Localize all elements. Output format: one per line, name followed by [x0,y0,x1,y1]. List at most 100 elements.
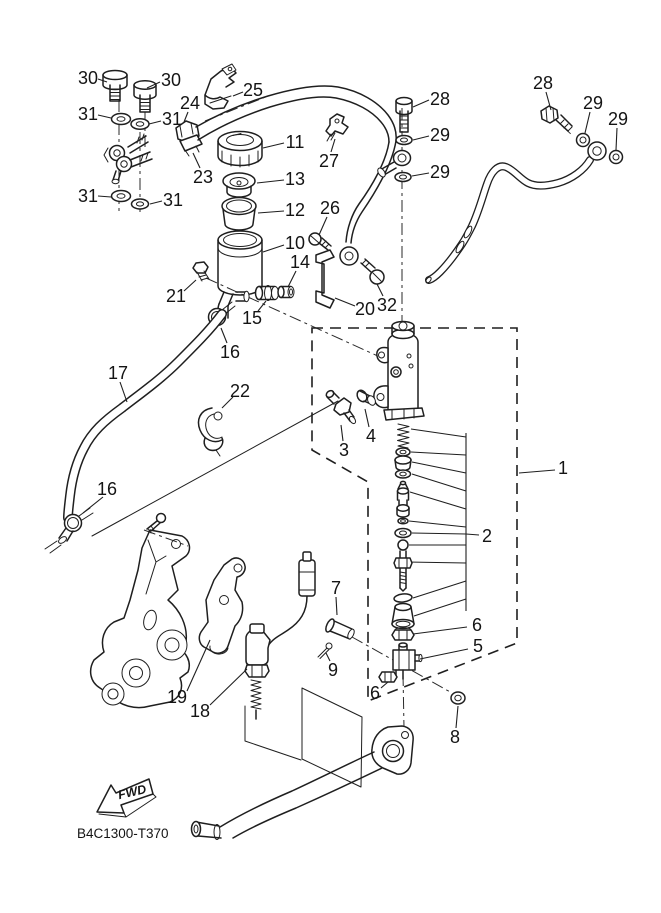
joint-plug-14 [277,285,295,299]
locknut-6-lower [378,671,398,683]
banjo-bolt-28-right [540,105,573,132]
brake-pipe-upper [195,85,397,266]
washer-29-left-upper [395,134,413,146]
part-callout-10: 10 [285,233,305,253]
washer-8 [450,691,466,705]
panel-outline [244,687,363,788]
diaphragm-plate-13 [222,172,256,198]
callout-leader-19 [186,639,211,692]
callout-leader-1 [518,469,556,474]
part-callout-29: 29 [430,125,450,145]
rear-brake-hose [425,156,594,284]
callout-leader-28 [545,91,552,111]
part-callout-3: 3 [339,440,349,460]
part-callout-23: 23 [193,167,213,187]
callout-leader-12 [257,210,285,214]
callout-leader-13 [256,179,285,184]
part-callout-13: 13 [285,169,305,189]
part-callout-19: 19 [167,687,187,707]
part-callout-17: 17 [108,363,128,383]
part-callout-15: 15 [242,308,262,328]
bleeder-cap-4 [356,389,376,406]
part-callout-18: 18 [190,701,210,721]
screw-32 [360,258,385,285]
screw-26 [308,232,332,251]
part-callout-4: 4 [366,426,376,446]
callout-leader-27 [330,138,336,153]
part-callout-11: 11 [286,132,305,152]
callout-leader-17 [119,381,128,403]
cotter-pin-9 [317,642,333,659]
hose-clamp-22 [197,407,224,457]
callout-leader-3 [340,424,344,442]
callout-leader-21 [183,279,197,292]
master-cylinder-body [373,320,425,421]
callout-leader-28 [412,99,430,108]
part-callout-30: 30 [78,68,98,88]
callout-leader-8 [455,705,459,729]
callout-leader-16 [220,327,228,344]
brake-pedal [190,725,414,840]
callout-leader-2 [465,533,480,536]
part-callout-21: 21 [166,286,186,306]
reservoir-joint-15 [254,285,279,301]
washer-31-upper-right [130,118,150,130]
piston-kit-fan-lines [406,428,467,617]
part-callout-25: 25 [243,80,263,100]
reservoir-cap-11 [217,130,263,168]
washer-29-right-outer [608,149,624,165]
callout-leader-31 [97,195,112,198]
part-callout-30: 30 [161,70,181,90]
pipe-clamp-25 [204,63,237,110]
part-callout-29: 29 [430,162,450,182]
pin-7 [325,618,355,640]
fwd-indicator: FWD [96,778,157,818]
reservoir-tank-10 [217,230,263,319]
washer-29-left-lower [394,171,412,183]
piston-kit [391,423,415,630]
callout-leader-24 [183,111,189,123]
callout-leader-18 [209,668,248,706]
inspection-box [311,327,518,703]
bracket-screw [146,512,167,534]
callout-leader-9 [325,652,331,662]
callout-leader-30 [97,78,108,83]
screw-21 [192,261,210,282]
callout-leader-31 [148,120,162,125]
part-callout-16: 16 [97,479,117,499]
callout-leader-22 [221,396,234,409]
callout-leader-4 [364,408,370,428]
callout-leader-14 [287,270,297,288]
part-callout-28: 28 [430,89,450,109]
callout-leader-15 [257,300,267,312]
part-callout-22: 22 [230,381,250,401]
hose-eye-left [377,149,412,178]
mounting-bolt-30-left [102,69,128,102]
callout-leader-10 [262,244,285,253]
fwd-arrow [96,778,154,814]
callout-leader-31 [149,200,163,205]
part-callout-9: 9 [328,660,338,680]
hose-clamp-16-bottom [44,507,94,554]
pipe-clamp-27 [325,113,349,142]
part-callout-8: 8 [450,727,460,747]
part-callout-6: 6 [370,683,380,703]
callout-leader-32 [376,283,384,297]
diaphragm-12 [221,196,257,231]
brake-switch-18 [244,551,316,720]
part-callout-26: 26 [320,198,340,218]
part-callout-20: 20 [355,299,375,319]
reservoir-hose-17 [63,309,227,523]
callout-leader-16 [82,496,104,514]
callout-leader-25 [232,91,244,97]
callout-leader-29 [411,172,430,177]
callout-leader-26 [318,216,328,236]
part-callout-28: 28 [533,73,553,93]
part-callout-31: 31 [163,190,183,210]
callout-leader-5 [419,648,469,660]
washer-31-lower-right [130,198,150,210]
callout-leader-6 [380,681,389,689]
part-callout-6: 6 [472,615,482,635]
callout-leader-7 [335,596,338,616]
